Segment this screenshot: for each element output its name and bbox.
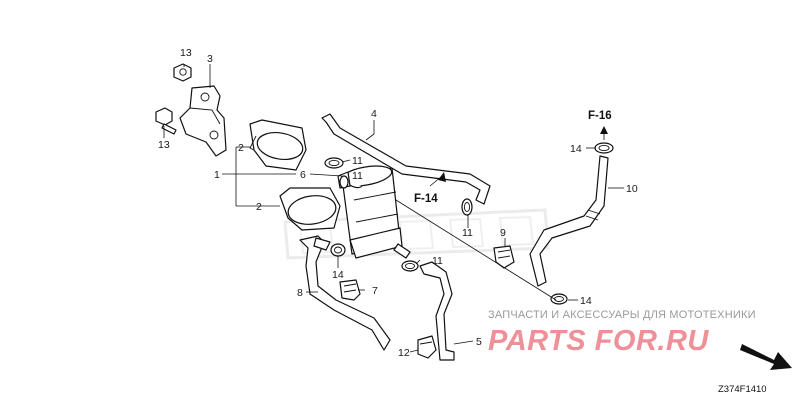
callout-labels: 13 3 13 2 1 2 4 6 11 11 11 11 14 7 8 9 1…	[158, 47, 638, 359]
callout-3: 4	[371, 108, 377, 120]
bolt-13-lower	[155, 107, 177, 135]
ref-f14: F-14	[414, 193, 438, 205]
hose-clamp-14-top	[594, 142, 614, 154]
callout-13-upper: 13	[180, 47, 192, 59]
callout-7: 10	[626, 183, 638, 195]
clip-12	[417, 335, 437, 359]
hose-clamp-11-a	[324, 157, 344, 169]
band-2-lower	[279, 187, 341, 231]
band-2-upper	[249, 119, 307, 171]
hose-7	[529, 155, 609, 287]
callout-12: 12	[398, 347, 410, 359]
front-direction-arrow: FR.	[740, 344, 792, 372]
callout-11-b: 11	[462, 227, 473, 239]
ref-f14-arrow	[438, 172, 446, 182]
callout-2-upper: 2	[238, 142, 244, 154]
callout-14-mid: 14	[332, 269, 344, 281]
hose-clamp-11-b	[461, 198, 473, 216]
nut-13-upper	[173, 63, 192, 82]
callout-14-right: 14	[580, 295, 592, 307]
callout-9: 7	[372, 285, 378, 297]
hose-5	[419, 261, 455, 361]
callout-5: 5	[476, 336, 482, 348]
callout-14-top: 14	[570, 143, 582, 155]
leader-lines	[163, 64, 624, 353]
callout-11-d: 11	[352, 170, 363, 182]
callout-10: 9	[500, 227, 506, 239]
clip-10	[493, 245, 515, 269]
callout-11-c: 11	[432, 255, 443, 267]
callout-13-lower: 13	[158, 139, 170, 151]
hose-8	[299, 235, 391, 351]
watermark-logo: PARTS FOR.RU	[488, 325, 709, 357]
hose-clamp-14-right	[550, 293, 568, 305]
diagram-code: Z374F1410	[718, 384, 767, 395]
bracket-4	[179, 85, 227, 157]
hose-clamp-11-c	[401, 260, 419, 272]
callout-11-a: 11	[352, 155, 363, 167]
hose-3	[321, 113, 491, 205]
hose-clamp-11-d	[339, 175, 349, 189]
callout-1: 1	[214, 169, 220, 181]
hose-clamp-14-mid	[330, 243, 346, 257]
ref-f16: F-16	[588, 110, 612, 122]
callout-2-lower: 2	[256, 201, 262, 213]
callout-6: 6	[300, 169, 306, 181]
ref-f16-arrow	[600, 126, 608, 134]
watermark-caption: ЗАПЧАСТИ И АКСЕССУАРЫ ДЛЯ МОТОТЕХНИКИ	[488, 309, 756, 321]
callout-4: 3	[207, 53, 213, 65]
canister-6	[337, 165, 411, 259]
clip-9	[339, 279, 361, 301]
callout-8: 8	[297, 287, 303, 299]
